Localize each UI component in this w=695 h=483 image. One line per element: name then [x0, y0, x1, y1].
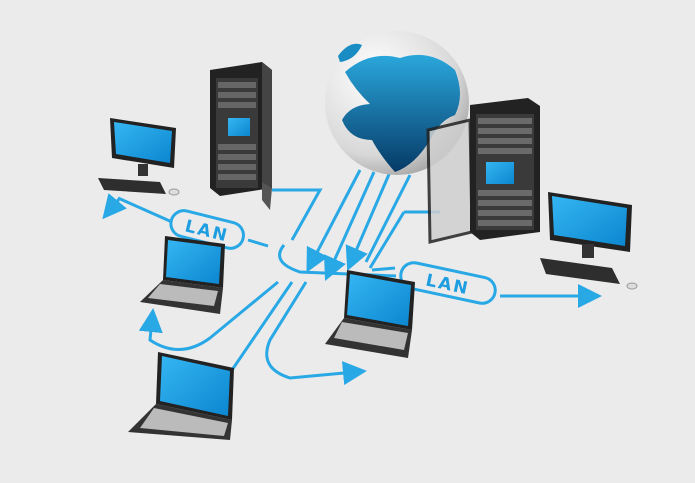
mouse	[626, 282, 638, 290]
link-line	[230, 281, 294, 371]
server-rack-left	[210, 62, 272, 210]
server-screen	[228, 118, 250, 136]
desktop-left	[98, 118, 180, 196]
link-line	[306, 169, 362, 273]
link-line	[323, 171, 376, 281]
network-links	[102, 169, 602, 386]
laptop-top-left	[140, 236, 225, 314]
server-rack-right	[426, 98, 540, 244]
laptop-bottom-left	[128, 352, 234, 440]
link-line	[117, 196, 173, 224]
link-line	[247, 238, 269, 248]
link-line	[371, 266, 396, 272]
link-line	[102, 193, 127, 220]
mouse	[168, 188, 180, 196]
keyboard	[540, 258, 620, 284]
laptop-center	[325, 270, 415, 358]
link-line	[272, 188, 323, 241]
link-line	[368, 211, 406, 269]
server-screen	[486, 162, 514, 184]
lan-text: LAN	[424, 271, 471, 300]
link-line	[345, 171, 392, 272]
link-line	[265, 281, 367, 386]
link-line	[364, 174, 412, 263]
link-line	[278, 244, 397, 278]
link-line	[138, 280, 279, 351]
desktop-right	[540, 192, 638, 290]
rack-door	[426, 118, 474, 244]
keyboard	[98, 178, 166, 194]
